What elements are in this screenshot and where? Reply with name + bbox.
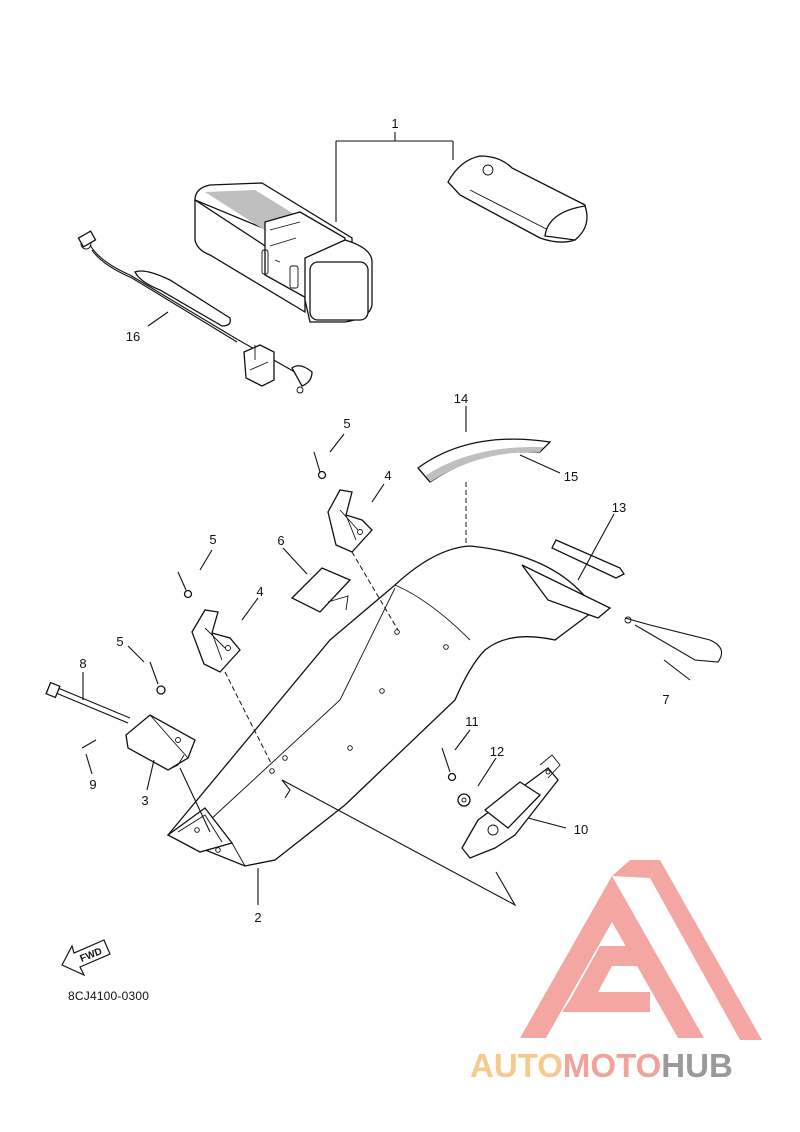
fender-pad-parts-14-15: [417, 438, 552, 545]
watermark-part-auto: AUTO: [470, 1047, 563, 1084]
callout-6: 6: [277, 533, 284, 548]
bolt-part-8: [45, 681, 131, 724]
callout-2: 2: [254, 910, 261, 925]
screw-part-5-upper: [313, 451, 327, 480]
callout-4-lower: 4: [256, 584, 263, 599]
watermark-part-moto: MOTO: [562, 1047, 662, 1084]
callout-numbers: 1 2 3 4 4 5 5 5 6 7 8 9 10 11 12 13 14 1…: [79, 116, 669, 925]
fwd-arrow-icon: FWD: [61, 939, 111, 977]
callout-10: 10: [574, 822, 588, 837]
callout-5-middle: 5: [209, 532, 216, 547]
callout-8: 8: [79, 656, 86, 671]
label-part-6: [290, 567, 352, 613]
seat-lock-cable-part-16: [77, 230, 313, 394]
hinge-part-3: [125, 714, 211, 833]
callout-16: 16: [126, 329, 140, 344]
callout-14: 14: [454, 391, 468, 406]
callout-5-lower: 5: [116, 634, 123, 649]
nut-part-12: [457, 793, 471, 807]
tool-pouch-part-1: [447, 155, 588, 243]
watermark-text: AUTOMOTOHUB: [470, 1047, 800, 1085]
callout-9: 9: [89, 777, 96, 792]
strip-part-13: [551, 539, 625, 579]
bracket-part-4-upper: [327, 489, 399, 631]
rear-fender-part-2: [166, 545, 612, 907]
screw-part-11: [441, 747, 457, 782]
callout-1: 1: [391, 116, 398, 131]
callout-4-upper: 4: [384, 468, 391, 483]
drawing-code: 8CJ4100-0300: [68, 989, 150, 1003]
callout-11: 11: [465, 714, 479, 729]
screw-part-5-middle: [177, 571, 193, 599]
callout-5-upper: 5: [343, 416, 350, 431]
watermark-logo: [520, 860, 762, 1040]
callout-12: 12: [490, 744, 504, 759]
bracket-part-10: [461, 754, 561, 859]
screw-part-5-lower: [149, 661, 166, 695]
leader-lines: [82, 406, 691, 829]
tool-bag-part-1: [194, 182, 373, 323]
watermark-part-hub: HUB: [661, 1047, 733, 1084]
callout-1-bracket: [335, 132, 454, 222]
bracket-part-4-lower: [191, 609, 273, 766]
grab-wire-part-7: [624, 616, 723, 663]
callout-7: 7: [662, 692, 669, 707]
pin-part-9: [81, 739, 97, 749]
callout-13: 13: [612, 500, 626, 515]
callout-3: 3: [141, 793, 148, 808]
callout-15: 15: [564, 469, 578, 484]
